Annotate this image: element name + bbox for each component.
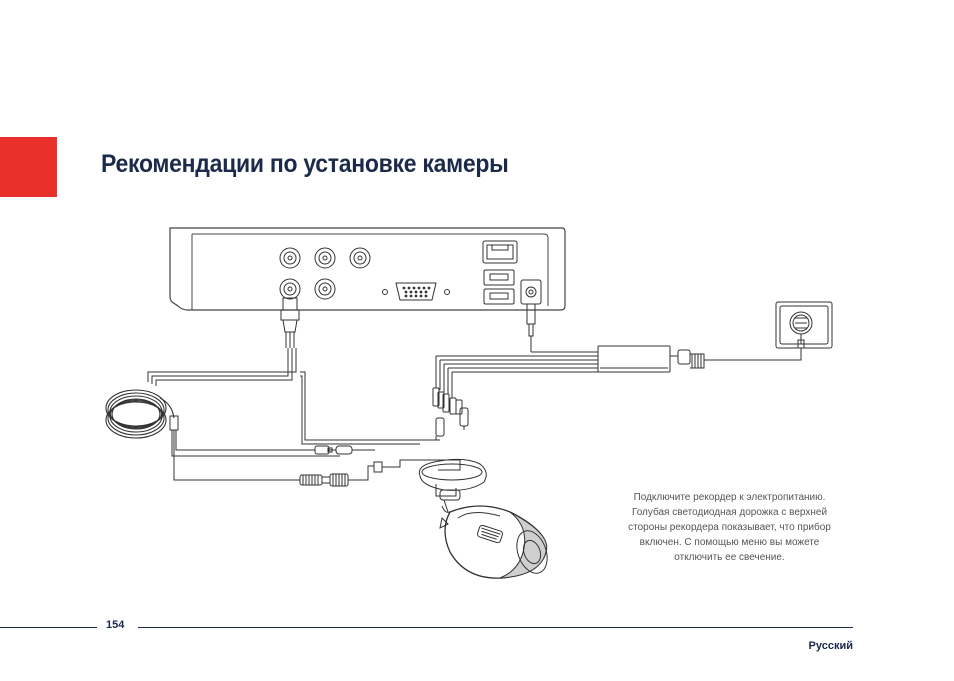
coil-connector [169, 415, 340, 481]
bnc-connector-plug [280, 297, 300, 348]
bnc-port-2 [314, 247, 336, 269]
bnc-port-5 [314, 278, 336, 300]
usb-port-2 [483, 288, 515, 305]
caption-line: Подключите рекордер к электропитанию. [633, 492, 826, 503]
caption-line: стороны рекордера показывает, что прибор [628, 522, 831, 533]
bnc-port-3 [349, 247, 371, 269]
caption-line: включен. С помощью меню вы можете [639, 537, 820, 548]
power-plug-recorder [526, 304, 536, 352]
bullet-camera [418, 458, 548, 579]
power-adapter [597, 345, 722, 373]
caption-line: отключить ее свечение. [674, 552, 785, 563]
footer-rule-right [138, 627, 853, 628]
section-color-tab [0, 137, 57, 197]
caption-line: Голубая светодиодная дорожка с верхней [631, 507, 828, 518]
wall-socket [722, 301, 833, 361]
coiled-cable [105, 389, 175, 439]
footer-rule-left [0, 627, 97, 628]
page-number: 154 [106, 619, 125, 631]
usb-port-1 [483, 269, 515, 286]
camera-installation-diagram [105, 227, 833, 579]
page-title: Рекомендации по установке камеры [101, 150, 509, 178]
bnc-port-1 [279, 247, 301, 269]
ethernet-port [482, 240, 518, 264]
recorder-rear-panel [169, 227, 566, 311]
rca-connector-pair [314, 445, 375, 455]
language-label: Русский [808, 640, 853, 652]
dc-connector-pair [299, 459, 410, 487]
caption-text: Подключите рекордер к электропитанию. Го… [612, 490, 847, 565]
bnc-port-4 [279, 278, 301, 300]
rca-connectors [432, 387, 469, 437]
power-port [520, 279, 542, 305]
vga-port [382, 282, 450, 301]
